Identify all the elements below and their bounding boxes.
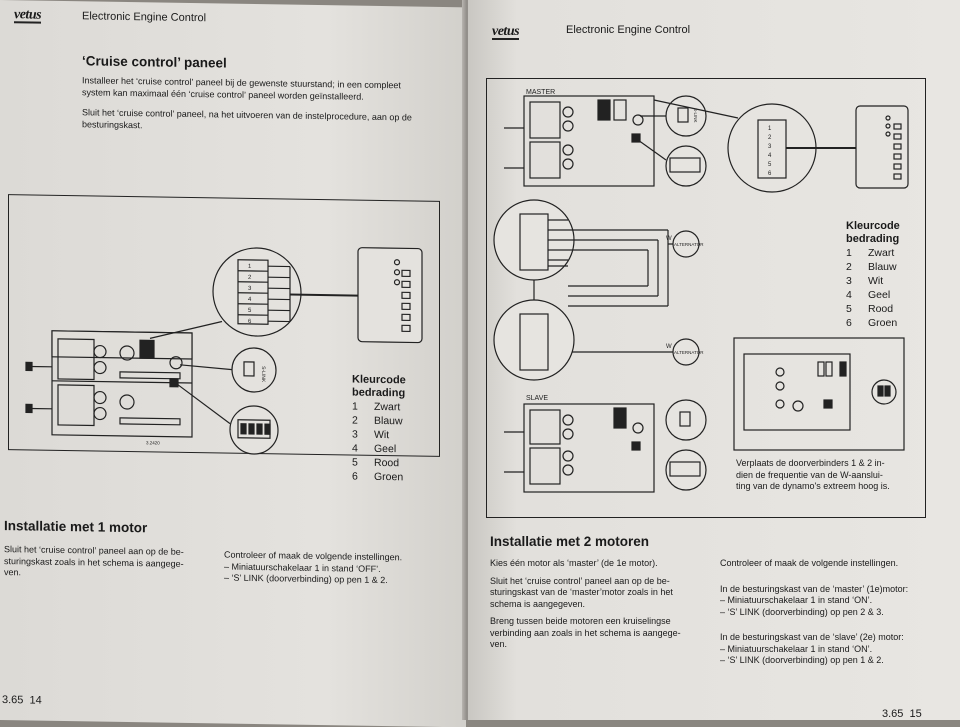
text-line: ting van de dynamo's extreem hoog is. [736, 481, 890, 493]
text-line: Breng tussen beide motoren een kruiselin… [490, 616, 681, 628]
connector-zoom-circle [213, 247, 301, 336]
text-line: In de besturingskast van de ‘master’ (1e… [720, 584, 908, 596]
cruise-control-panel [856, 106, 908, 188]
text-line: – ‘S’ LINK (doorverbinding) op pen 2 & 3… [720, 607, 908, 619]
install-paragraph: Sluit het ‘cruise control’ paneel aan op… [4, 544, 184, 581]
w-terminal-label: W [666, 344, 672, 350]
section-title: Installatie met 2 motoren [490, 534, 649, 549]
legend-title: bedrading [352, 387, 406, 401]
text-line: Kies één motor als ‘master’ (de 1e motor… [490, 558, 681, 570]
text-line: ven. [490, 639, 681, 651]
text-line: dien de frequentie van de W-aanslui- [736, 470, 890, 482]
install-paragraph: Kies één motor als ‘master’ (de 1e motor… [490, 558, 681, 651]
text-line: In de besturingskast van de ‘slave’ (2e)… [720, 632, 908, 644]
page-number: 3.65 15 [882, 708, 922, 720]
legend-title: bedrading [846, 233, 900, 246]
text-line: schema is aangegeven. [490, 599, 681, 611]
text-line: Controleer of maak de volgende instellin… [720, 558, 908, 570]
settings-list: Controleer of maak de volgende instellin… [224, 550, 402, 587]
right-page: vetus Electronic Engine Control [468, 0, 960, 720]
text-line: – Miniatuurschakelaar 1 in stand ‘ON’. [720, 644, 908, 656]
text-line: Verplaats de doorverbinders 1 & 2 in- [736, 458, 890, 470]
settings-list: Controleer of maak de volgende instellin… [720, 558, 908, 667]
text-line: – ‘S’ LINK (doorverbinding) op pen 1 & 2… [224, 573, 402, 587]
inset-note: Verplaats de doorverbinders 1 & 2 in- di… [736, 458, 890, 493]
text-line: verbinding aan zoals in het schema is aa… [490, 628, 681, 640]
w-terminal-label: W [666, 236, 672, 242]
s-link-label: S-LINK [693, 108, 698, 123]
page-number: 3.65 14 [2, 694, 42, 707]
slave-connector-zoom [494, 300, 574, 380]
legend-title: Kleurcode [846, 220, 900, 233]
alternator-label: ALTERNATOR [674, 350, 704, 355]
master-label: MASTER [526, 89, 555, 96]
legend-title: Kleurcode [352, 374, 406, 388]
section-title: Installatie met 1 motor [4, 518, 147, 535]
slave-label: SLAVE [526, 395, 548, 402]
text-line: – Miniatuurschakelaar 1 in stand ‘ON’. [720, 595, 908, 607]
text-line: sturingskast van de ‘master’motor zoals … [490, 587, 681, 599]
alternator-label: ALTERNATOR [674, 242, 704, 247]
cruise-control-panel [358, 248, 422, 343]
figure-code: 3.2420 [146, 440, 160, 445]
left-page: vetus Electronic Engine Control ‘Cruise … [0, 0, 466, 727]
text-line: Sluit het ‘cruise control’ paneel aan op… [490, 576, 681, 588]
text-line: – ‘S’ LINK (doorverbinding) op pen 1 & 2… [720, 655, 908, 667]
s-link-label: S-LINK [260, 366, 266, 383]
